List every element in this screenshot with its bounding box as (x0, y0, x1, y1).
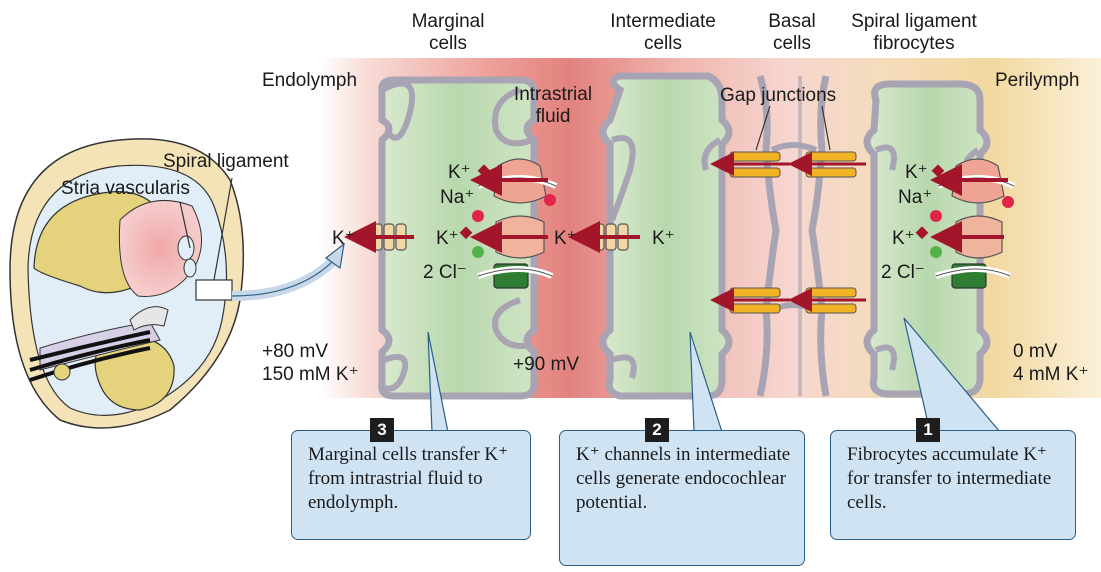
callout-pointers (427, 317, 1002, 433)
cl-channel-fibrocyte (935, 263, 1012, 289)
na-k-pump-fibrocyte (930, 158, 1016, 222)
gap-junction-leader-lines (755, 105, 831, 151)
intermediate-cells-label: Intermediate cells (610, 11, 716, 54)
perilymph-label: Perilymph (995, 70, 1080, 91)
perilymph-values: 0 mV 4 mM K⁺ (1013, 341, 1089, 385)
callout-number-1: 1 (916, 418, 940, 442)
stria-vascularis-label: Stria vascularis (61, 178, 190, 199)
endolymph-label: Endolymph (262, 70, 358, 91)
ion-cl-marginal: 2 Cl⁻ (423, 262, 467, 283)
ion-na-marginal-pump: Na⁺ (440, 187, 475, 208)
marginal-cells-label: Marginal cells (411, 11, 485, 54)
ion-k-marginal-pump: K⁺ (448, 162, 471, 183)
callout-marginal-cells: Marginal cells transfer K⁺ from intrastr… (291, 430, 531, 540)
endolymph-values: +80 mV 150 mM K⁺ (262, 341, 359, 385)
callout-intermediate-text: K⁺ channels in intermediate cells genera… (576, 444, 791, 513)
ion-k-marginal-channel: K⁺ (332, 228, 355, 249)
ion-k-fibrocyte-nkcc: K⁺ (892, 228, 915, 249)
basal-cells-label: Basal cells (768, 11, 816, 54)
na-k-pump-marginal (470, 158, 558, 222)
intermediate-cell-layer (599, 72, 733, 400)
ion-k-intermediate-right: K⁺ (652, 228, 675, 249)
callout-fibrocytes-text: Fibrocytes accumulate K⁺ for transfer to… (847, 444, 1052, 513)
k-channel-marginal (344, 221, 414, 253)
intrastrial-fluid-label: Intrastrial fluid (513, 84, 593, 127)
cl-channel-marginal (477, 263, 554, 289)
ion-cl-fibrocyte: 2 Cl⁻ (881, 262, 925, 283)
callout-intermediate-cells: K⁺ channels in intermediate cells genera… (559, 430, 805, 566)
cochlea-cross-section (9, 138, 245, 429)
nkcc-marginal (459, 215, 548, 259)
k-channel-intermediate (568, 221, 640, 253)
callout-number-2: 2 (645, 418, 669, 442)
callout-fibrocytes: Fibrocytes accumulate K⁺ for transfer to… (830, 430, 1076, 540)
ion-na-fibrocyte-pump: Na⁺ (898, 187, 933, 208)
ion-k-intermediate-left: K⁺ (554, 228, 577, 249)
marginal-cell-layer (378, 76, 538, 400)
gap-junctions-bottom (710, 287, 866, 314)
intrastrial-potential: +90 mV (513, 354, 580, 375)
gap-junctions-label: Gap junctions (720, 85, 837, 106)
ion-k-marginal-nkcc: K⁺ (436, 228, 459, 249)
spiral-ligament-fibrocytes-label: Spiral ligament fibrocytes (851, 11, 977, 54)
zoom-arrow (231, 242, 345, 301)
callout-marginal-text: Marginal cells transfer K⁺ from intrastr… (308, 444, 509, 513)
ion-k-fibrocyte-pump: K⁺ (905, 162, 928, 183)
basal-cell-layer (756, 75, 830, 397)
callout-number-3: 3 (370, 418, 394, 442)
cochlea-leader-lines (179, 177, 233, 281)
gap-junctions-top (710, 151, 866, 178)
spiral-ligament-label: Spiral ligament (163, 151, 289, 172)
